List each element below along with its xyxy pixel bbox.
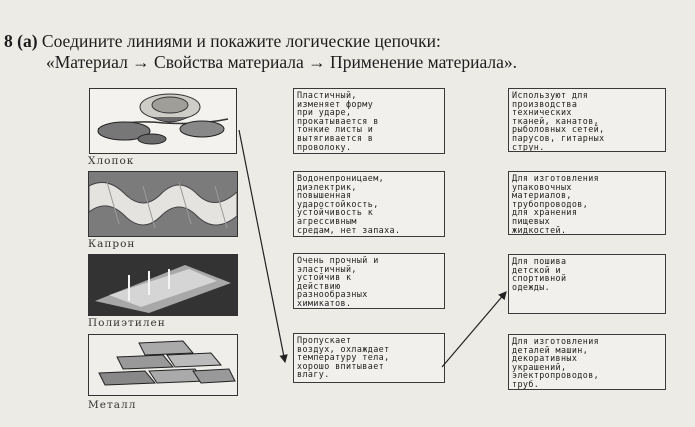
task-line-2: «Материал → Свойства материала → Примене…	[46, 52, 517, 72]
application-box-1[interactable]: Используют для производства технических …	[508, 88, 666, 152]
material-nylon: Капрон	[88, 238, 136, 250]
application-box-2[interactable]: Для изготовления упаковочных материалов,…	[508, 171, 666, 235]
property-box-2[interactable]: Водонепроницаем, диэлектрик, повышенная …	[293, 171, 445, 237]
line-property-to-application	[441, 291, 507, 368]
material-polyethylene: Полиэтилен	[88, 317, 166, 329]
application-box-3[interactable]: Для пошива детской и спортивной одежды.	[508, 254, 666, 314]
cotton-plant-image[interactable]	[89, 88, 237, 154]
metal-ingots-image[interactable]	[88, 334, 238, 396]
line-cotton-to-property	[238, 129, 288, 364]
material-cotton: Хлопок	[88, 155, 135, 167]
property-box-3[interactable]: Очень прочный и эластичный, устойчив к д…	[293, 253, 445, 309]
polyethylene-image[interactable]	[88, 254, 238, 316]
application-box-4[interactable]: Для изготовления деталей машин, декорати…	[508, 334, 666, 390]
property-box-4[interactable]: Пропускает воздух, охлаждает температуру…	[293, 333, 445, 383]
nylon-rope-image[interactable]	[88, 171, 238, 237]
task-header: 8 (а) Соедините линиями и покажите логич…	[4, 31, 694, 73]
task-line-1: 8 (а) Соедините линиями и покажите логич…	[4, 31, 694, 52]
task-instruction: Соедините линиями и покажите логические …	[41, 31, 441, 51]
task-number: 8 (а)	[4, 31, 38, 51]
property-box-1[interactable]: Пластичный, изменяет форму при ударе, пр…	[293, 88, 445, 154]
material-metal: Металл	[88, 399, 137, 411]
